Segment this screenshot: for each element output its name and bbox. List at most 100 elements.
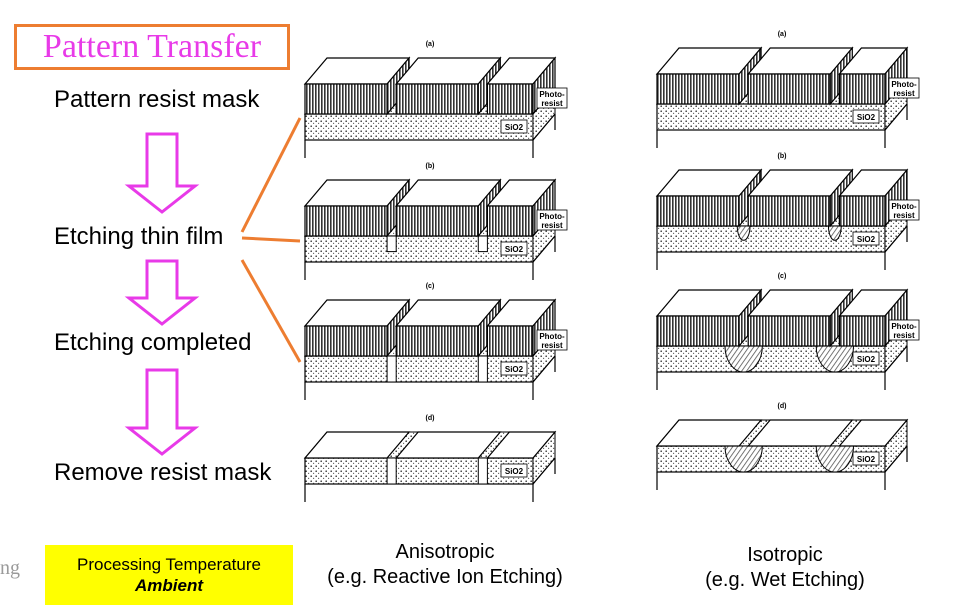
undercut-trench [827,225,842,241]
connector-lines [240,117,302,363]
oxide-label-box [500,361,528,376]
isotropic-caption: Isotropic (e.g. Wet Etching) [660,543,910,593]
oxide-block-top [303,431,411,459]
resist-block [486,325,534,357]
photoresist-label: resist [893,331,915,340]
undercut-trench [736,225,751,241]
step-pattern-resist-mask: Pattern resist mask [54,86,260,113]
substrate-edge [532,355,556,383]
photoresist-label: resist [541,341,563,350]
substrate-edge [532,457,556,485]
etched-trench [477,355,488,383]
panel-label: (d) [426,415,435,422]
etched-trench [386,457,397,485]
photoresist-label: resist [893,89,915,98]
oxide-layer [656,103,886,131]
anisotropic-panel-d: (d) SiO2 [303,415,557,502]
temperature-box: Processing Temperature Ambient [45,545,293,605]
panel-label: (c) [426,283,435,290]
oxide-block-top [394,431,502,459]
oxide-layer [304,235,534,263]
resist-block [395,83,479,115]
panel-label: (b) [778,153,787,160]
resist-block [304,83,388,115]
resist-block [838,195,886,227]
resist-block [838,73,886,105]
oxide-label: SiO2 [857,235,876,244]
oxide-label-box [852,109,880,124]
oxide-label: SiO2 [857,455,876,464]
photoresist-label-box [888,77,920,99]
oxide-block-top [655,419,763,447]
oxide-layer [304,355,534,383]
down-arrow-1 [124,132,200,214]
resist-block [747,315,831,347]
oxide-block-top [838,419,909,447]
oxide-label-box [500,119,528,134]
oxide-label: SiO2 [505,245,524,254]
step-remove-resist-mask: Remove resist mask [54,459,272,486]
down-arrow-3 [124,368,200,456]
anisotropic-example: (e.g. Reactive Ion Etching) [327,566,563,588]
panel-label: (c) [778,273,787,280]
oxide-label-box [500,241,528,256]
etched-trench [386,355,397,383]
oxide-label: SiO2 [505,123,524,132]
photoresist-label-box [888,319,920,341]
photoresist-label: Photo- [539,90,565,99]
temperature-label: Processing Temperature [77,555,261,574]
photoresist-label: Photo- [891,202,917,211]
photoresist-label: Photo- [539,212,565,221]
resist-block [656,315,740,347]
resist-block [656,195,740,227]
oxide-block-top [746,419,854,447]
undercut-trench [724,345,763,373]
photoresist-label: Photo- [539,332,565,341]
substrate-edge [532,113,556,141]
oxide-label: SiO2 [857,113,876,122]
cropped-side-text: ng [0,557,20,579]
oxide-layer [304,113,534,141]
resist-block [838,315,886,347]
oxide-label-box [500,463,528,478]
photoresist-label-box [536,209,568,231]
photoresist-label-box [536,87,568,109]
etched-trench [477,457,488,485]
panel-label: (b) [426,163,435,170]
resist-block [486,83,534,115]
photoresist-label: resist [541,99,563,108]
oxide-block-top [486,431,557,459]
resist-block [747,73,831,105]
resist-block [304,325,388,357]
panel-label: (d) [778,403,787,410]
oxide-label-box [852,231,880,246]
resist-block [395,325,479,357]
substrate-edge [884,225,908,253]
photoresist-label-box [536,329,568,351]
oxide-label-box [852,451,880,466]
substrate-edge [532,235,556,263]
photoresist-label: Photo- [891,322,917,331]
photoresist-label: resist [541,221,563,230]
step-etching-thin-film: Etching thin film [54,223,224,250]
oxide-label-box [852,351,880,366]
isotropic-name: Isotropic [747,544,823,566]
isotropic-example: (e.g. Wet Etching) [705,569,865,591]
resist-block [656,73,740,105]
oxide-layer [304,457,534,485]
photoresist-label: Photo- [891,80,917,89]
photoresist-label: resist [893,211,915,220]
oxide-label: SiO2 [505,467,524,476]
page-title: Pattern Transfer [14,24,290,70]
resist-block [304,205,388,237]
undercut-trench [724,445,763,473]
temperature-value: Ambient [135,576,203,595]
step-etching-completed: Etching completed [54,329,252,356]
oxide-label: SiO2 [505,365,524,374]
